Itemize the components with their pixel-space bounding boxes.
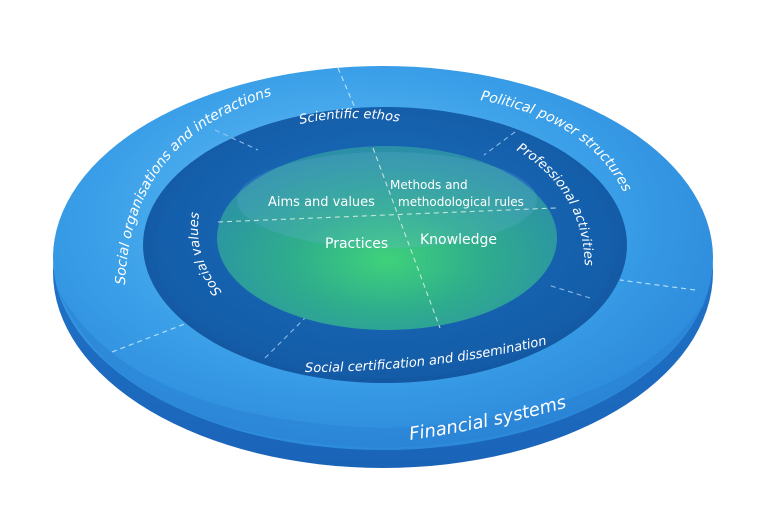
core-dividers	[217, 147, 557, 329]
middle-label-top-text: Scientific ethos	[298, 107, 401, 128]
core-label-methods-1: Methods and	[390, 178, 468, 192]
core-highlight	[237, 152, 537, 248]
outer-ring-shade	[58, 290, 712, 448]
core-label-aims: Aims and values	[268, 195, 375, 210]
outer-ring-dividers	[111, 67, 696, 353]
core-label-methods-2: methodological rules	[398, 195, 524, 209]
core-ellipse	[217, 146, 557, 330]
core-label-knowledge: Knowledge	[420, 232, 497, 248]
middle-label-top: Scientific ethos	[298, 107, 401, 128]
core-label-practices: Practices	[325, 236, 388, 252]
middle-ring-dividers	[214, 129, 591, 359]
